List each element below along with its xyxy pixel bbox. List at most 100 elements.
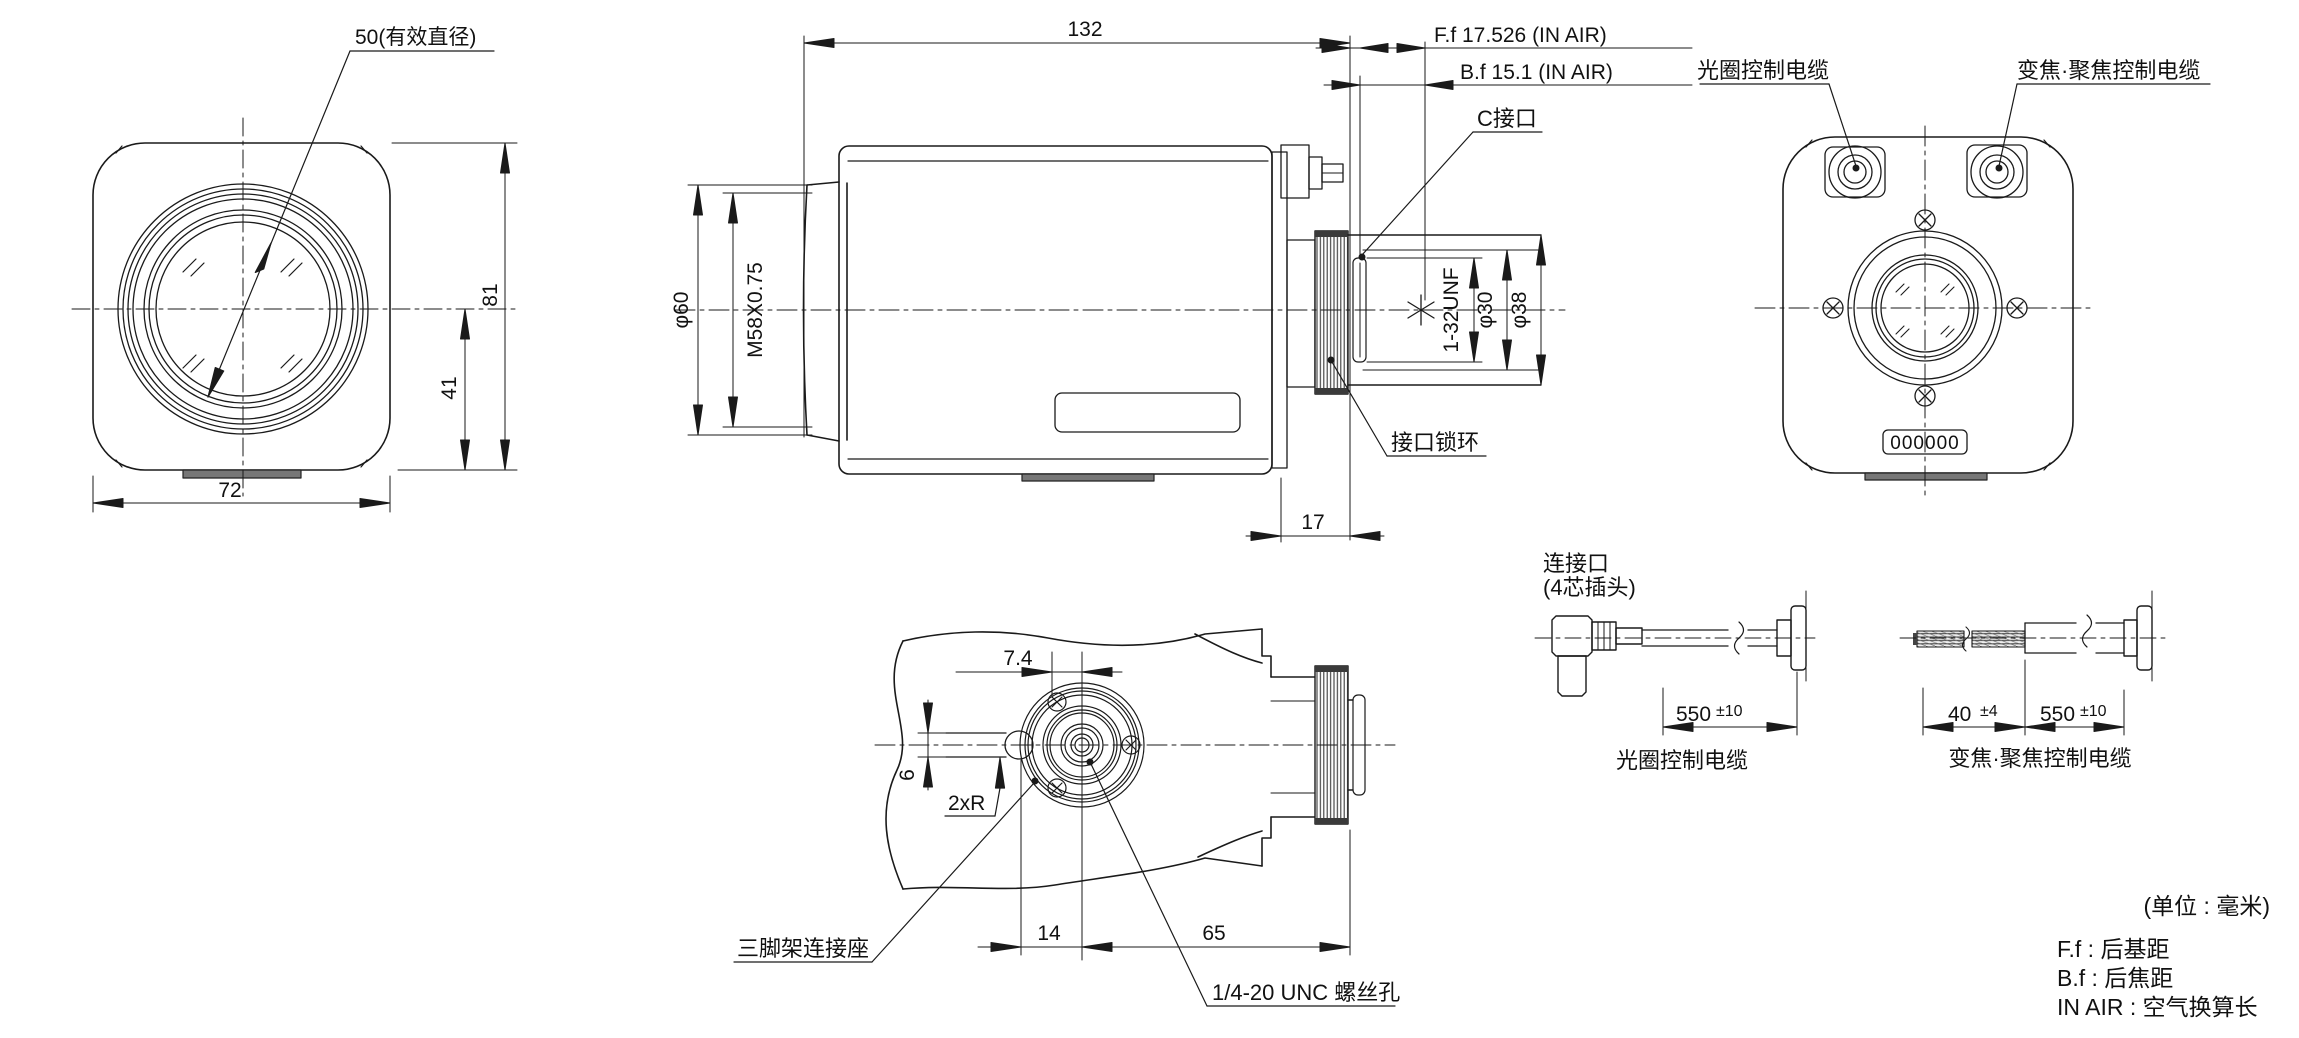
side-dim-phi38-text: φ38 [1508, 292, 1531, 329]
bottom-body-outline [885, 628, 1272, 890]
iris-cable-flange [1776, 590, 1807, 682]
front-body-outline [92, 142, 391, 471]
rear-zoom-gland [1966, 144, 2028, 199]
iris-cable-connector [1551, 615, 1643, 697]
cable-connector-subtitle: (4芯插头) [1543, 575, 1636, 600]
front-glass-marks [182, 258, 303, 373]
rear-label-zoom-cable: 变焦·聚焦控制电缆 [2017, 58, 2200, 83]
rear-foot-pad [1864, 472, 1988, 481]
side-dim-17-text: 17 [1301, 511, 1324, 534]
tripod-slot [945, 730, 1034, 760]
bottom-label-2xr: 2xR [948, 792, 985, 815]
front-label-effective-diameter: 50(有效直径) [355, 26, 476, 49]
side-dim-phi38 [1536, 234, 1546, 386]
side-mount-flange [1286, 239, 1316, 388]
side-dim-phi30-text: φ30 [1474, 292, 1497, 329]
side-lock-ring [1314, 230, 1349, 395]
front-dim-72 [92, 475, 391, 513]
front-foot-pad [182, 469, 302, 479]
rear-zoom-leader [1995, 83, 2211, 172]
bottom-tripod-leader [733, 777, 1039, 963]
rear-center-lines [1754, 125, 2096, 501]
side-dim-m58 [722, 192, 813, 428]
side-name-plate [1054, 392, 1241, 433]
bottom-dim-6-text: 6 [896, 769, 919, 781]
bottom-view: 7.4 6 2xR 14 65 [733, 628, 1400, 1007]
side-cable-gland [1280, 144, 1344, 199]
iris-cable-line [1534, 621, 1816, 655]
front-center-lines [71, 117, 519, 497]
bottom-dim-6 [917, 699, 949, 791]
iris-cable-label: 光圈控制电缆 [1616, 748, 1748, 773]
zoom-cable-bare-value: 40 [1948, 703, 1971, 726]
bottom-screw-hole-leader [1086, 758, 1396, 1007]
bottom-dim-14-65 [977, 759, 1351, 956]
rear-serial-text: 000000 [1890, 433, 1959, 454]
side-dim-ff-text: F.f 17.526 (IN AIR) [1434, 24, 1607, 47]
bottom-label-screw-hole: 1/4-20 UNC 螺丝孔 [1212, 980, 1400, 1005]
bottom-dim-14-text: 14 [1037, 922, 1061, 945]
iris-cable-dim-value: 550 [1676, 703, 1711, 726]
front-dim-72-text: 72 [218, 479, 241, 502]
rear-serial-plate [1882, 429, 1968, 455]
side-dim-unf [1366, 257, 1483, 363]
zoom-cable-bare-tolerance: ±4 [1980, 703, 1998, 720]
zoom-cable-label: 变焦·聚焦控制电缆 [1948, 746, 2131, 771]
side-dim-bf-text: B.f 15.1 (IN AIR) [1460, 61, 1613, 84]
note-units: (单位 : 毫米) [2144, 893, 2271, 919]
bottom-dim-7-4-text: 7.4 [1003, 647, 1033, 670]
side-dim-132-text: 132 [1067, 18, 1102, 41]
image-plane-marker [1407, 294, 1435, 326]
bottom-label-tripod-base: 三脚架连接座 [737, 936, 869, 961]
iris-cable-drawing: 连接口 (4芯插头) [1534, 551, 1816, 773]
front-dim-41-text: 41 [438, 376, 461, 399]
bottom-dim-65-text: 65 [1202, 922, 1225, 945]
side-dim-ff [1315, 43, 1693, 53]
side-dim-phi60-text: φ60 [670, 292, 693, 329]
side-foot-pad [1021, 473, 1155, 482]
front-dim-81-text: 81 [479, 283, 502, 306]
front-effective-diameter-leader [207, 50, 495, 398]
zoom-cable-dim-value: 550 [2040, 703, 2075, 726]
zoom-cable-line [1899, 614, 2166, 654]
rear-view: 000000 光圈控制电缆 变焦·聚焦控制电缆 [1697, 58, 2211, 501]
side-dim-17 [1245, 531, 1385, 541]
side-dim-phi60 [687, 184, 813, 436]
zoom-cable-dims [1922, 659, 2125, 736]
front-dim-41 [460, 308, 470, 471]
rear-label-iris-cable: 光圈控制电缆 [1697, 58, 1829, 83]
rear-iris-gland [1824, 145, 1886, 199]
rear-body-outline [1782, 136, 2074, 474]
zoom-cable-flange [2123, 590, 2153, 682]
zoom-cable-bare-wires [1913, 626, 2026, 652]
rear-iris-leader [1699, 83, 1860, 172]
front-dim-81 [391, 142, 518, 471]
note-bf: B.f : 后焦距 [2057, 965, 2173, 991]
iris-cable-dim-tolerance: ±10 [1716, 703, 1743, 720]
rear-glass-marks [1895, 283, 1955, 338]
bottom-dim-7-4 [955, 651, 1123, 698]
zoom-cable-dim-tolerance: ±10 [2080, 703, 2107, 720]
side-lock-ring-leader [1327, 356, 1487, 457]
cable-connector-title: 连接口 [1543, 551, 1609, 576]
side-dim-bf [1323, 80, 1693, 90]
notes-block: (单位 : 毫米) F.f : 后基距 B.f : 后焦距 IN AIR : 空… [2057, 893, 2270, 1020]
side-label-lock-ring: 接口锁环 [1391, 430, 1479, 455]
side-dim-phi30 [1502, 249, 1512, 371]
note-ff: F.f : 后基距 [2057, 936, 2169, 962]
front-corner-nicks [115, 145, 368, 468]
side-label-c-mount: C接口 [1477, 106, 1537, 131]
side-dim-m58-text: M58X0.75 [744, 262, 767, 358]
rear-corner-nicks [1805, 139, 2051, 471]
iris-cable-dim [1662, 671, 1798, 736]
side-front-bezel [802, 181, 848, 442]
side-view: 132 F.f 17.526 (IN AIR) B.f 15.1 (IN AIR… [670, 18, 1693, 543]
bottom-2xr-leader [944, 757, 1006, 817]
zoom-cable-drawing: 40 ±4 550 ±10 变焦·聚焦控制电缆 [1899, 590, 2166, 771]
tripod-plate-screws [1047, 692, 1141, 798]
side-dim-unf-text: 1-32UNF [1440, 267, 1463, 352]
side-c-mount-leader [1358, 131, 1543, 261]
front-view: 50(有效直径) 81 41 72 [71, 26, 519, 513]
